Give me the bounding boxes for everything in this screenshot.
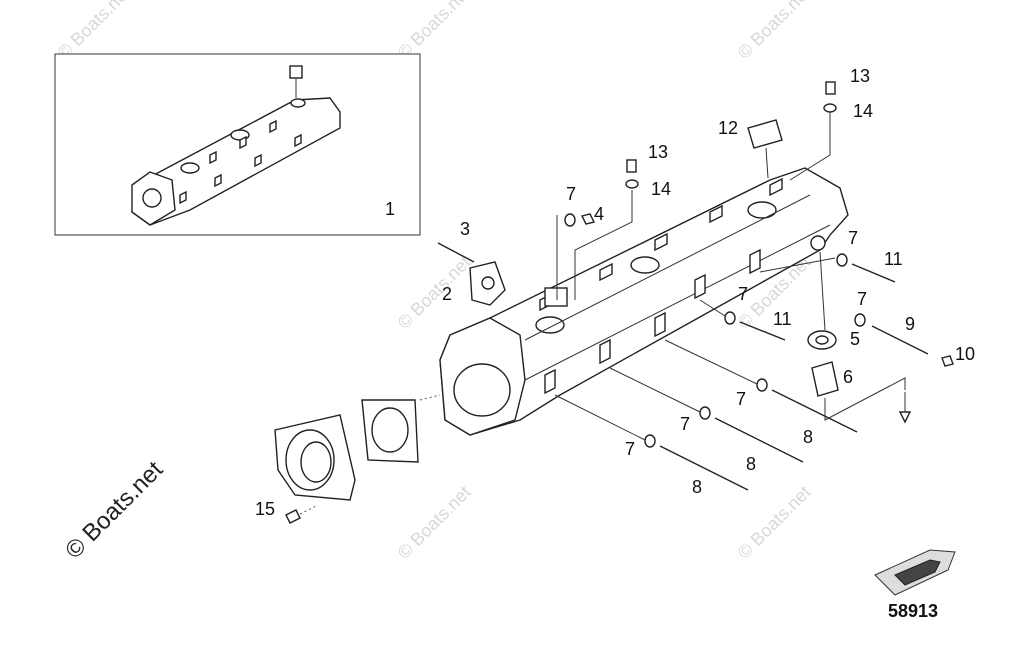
plug-part-12 [747,119,783,179]
callout-7: 7 [566,184,576,204]
watermark: © Boats.net [54,0,135,63]
callout-10: 10 [955,344,975,364]
callout-13: 13 [850,66,870,86]
callout-5: 5 [850,329,860,349]
callout-7: 7 [680,414,690,434]
reference-number: 58913 [888,601,938,621]
bolt-part-8-middle [699,406,804,463]
bolt-part-15 [285,509,301,524]
callout-7: 7 [857,289,867,309]
callout-14: 14 [651,179,671,199]
screw-part-13-lower [626,159,637,173]
inset-assembly-box [54,53,421,236]
nut-part-4 [580,213,596,225]
callout-7: 7 [848,228,858,248]
boat-icon [874,549,956,596]
bolt-part-11-upper [836,253,896,283]
callout-7: 7 [736,389,746,409]
callout-9: 9 [905,314,915,334]
bolt-part-8-bottom [644,434,749,491]
screw-part-13-upper [825,81,836,95]
callout-13: 13 [648,142,668,162]
nut-part-10 [941,355,954,367]
callout-1: 1 [385,199,395,219]
callout-11: 11 [773,309,792,329]
exhaust-manifold [439,167,849,436]
callout-11: 11 [884,249,903,269]
inset-manifold-drawing [131,65,341,226]
callout-8: 8 [746,454,756,474]
callout-4: 4 [594,204,604,224]
fitting-part-6 [811,361,839,397]
adapter-flange [274,414,356,501]
callout-7: 7 [738,284,748,304]
stud-part-3 [437,242,475,263]
bolt-part-8-top [756,378,858,433]
stud-part-9 [854,313,954,367]
watermark: © Boats.net [734,482,815,563]
callout-6: 6 [843,367,853,387]
callout-14: 14 [853,101,873,121]
washer-part-7 [564,213,576,227]
callout-3: 3 [460,219,470,239]
watermark: © Boats.net [734,0,815,63]
watermark: © Boats.net [394,482,475,563]
callouts: 1 2 3 4 5 6 7 7 7 7 7 7 7 8 8 8 9 10 11 … [255,66,975,519]
bolt-part-11-lower [724,311,786,341]
callout-7: 7 [625,439,635,459]
washer-part-14-lower [625,179,639,189]
callout-8: 8 [692,477,702,497]
callout-12: 12 [718,118,738,138]
callout-15: 15 [255,499,275,519]
callout-2: 2 [442,284,452,304]
callout-8: 8 [803,427,813,447]
watermark-main: © Boats.net [60,456,168,564]
watermark: © Boats.net [394,252,475,333]
watermark: © Boats.net [394,0,475,63]
washer-part-14-upper [823,103,837,113]
